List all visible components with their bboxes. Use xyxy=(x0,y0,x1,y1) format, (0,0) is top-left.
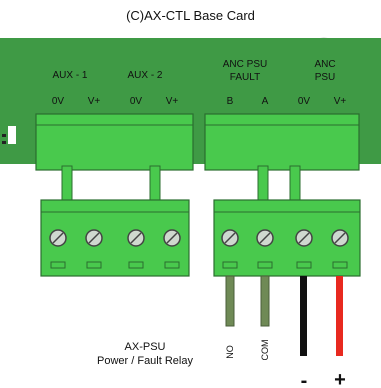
pin-label-aux1-vplus: V+ xyxy=(88,96,101,107)
wire-entry xyxy=(86,261,102,269)
wire-no xyxy=(225,275,235,327)
wire-negative xyxy=(300,276,307,356)
plug-latch xyxy=(257,165,269,201)
plug-latch xyxy=(61,165,73,201)
pin-label-fault-b: B xyxy=(227,96,234,107)
pin-label-aux2-vplus: V+ xyxy=(166,96,179,107)
wire-label-negative: - xyxy=(301,370,308,388)
wire-entry xyxy=(332,261,348,269)
wire-entry xyxy=(128,261,144,269)
wire-label-no: NO xyxy=(225,345,235,359)
wire-positive xyxy=(336,276,343,356)
group-label-anc-psu-fault-line2: FAULT xyxy=(230,72,260,83)
pin-label-aux2-0v: 0V xyxy=(130,96,143,107)
header-right xyxy=(204,113,360,171)
group-label-aux-2: AUX - 2 xyxy=(127,70,162,81)
pin-label-anc-vplus: V+ xyxy=(334,96,347,107)
group-label-aux-1: AUX - 1 xyxy=(52,70,87,81)
screw-slot xyxy=(130,232,142,244)
pin-label-anc-0v: 0V xyxy=(298,96,311,107)
board-edge-pin xyxy=(2,141,6,144)
caption-line2: Power / Fault Relay xyxy=(97,355,193,367)
screw-slot xyxy=(52,232,64,244)
group-label-anc-psu-line2: PSU xyxy=(315,72,336,83)
screw-slot xyxy=(224,232,236,244)
wire-entry xyxy=(222,261,238,269)
screw-slot xyxy=(166,232,178,244)
wire-entry xyxy=(257,261,273,269)
wire-entry xyxy=(50,261,66,269)
screw-slot xyxy=(334,232,346,244)
board-edge-notch xyxy=(8,126,16,144)
group-label-anc-psu-fault-line1: ANC PSU xyxy=(223,59,267,70)
pin-label-fault-a: A xyxy=(262,96,269,107)
caption-line1: AX-PSU xyxy=(124,341,166,353)
wire-label-com: COM xyxy=(260,340,270,361)
wire-entry xyxy=(164,261,180,269)
screw-slot xyxy=(259,232,271,244)
screw-slot xyxy=(298,232,310,244)
wire-entry-slots xyxy=(50,261,348,269)
wire-entry xyxy=(296,261,312,269)
screw-terminals xyxy=(49,229,349,247)
header-left xyxy=(35,113,194,171)
wire-com xyxy=(260,275,270,327)
screw-slot xyxy=(88,232,100,244)
plug-latch xyxy=(149,165,161,201)
group-label-anc-psu-line1: ANC xyxy=(314,59,335,70)
pin-label-aux1-0v: 0V xyxy=(52,96,65,107)
diagram-title: (C)AX-CTL Base Card xyxy=(126,8,255,23)
wire-label-positive: + xyxy=(334,369,346,388)
plug-latch xyxy=(289,165,301,201)
board-edge-pin xyxy=(2,134,6,137)
